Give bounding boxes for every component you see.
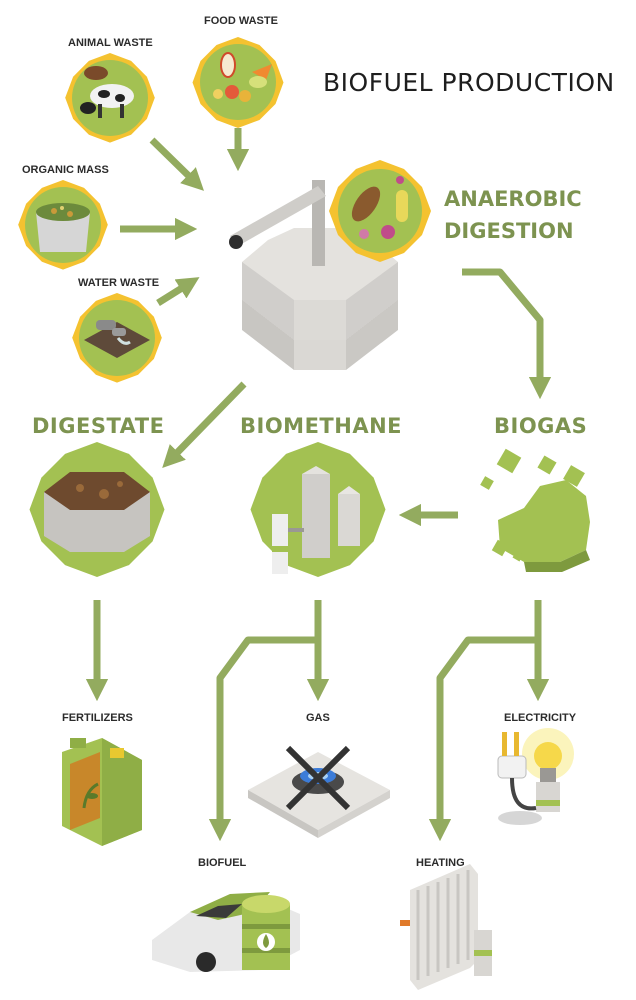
gas-stove-icon (248, 745, 390, 838)
label-biomethane: BIOMETHANE (240, 414, 402, 438)
label-biofuel: BIOFUEL (198, 857, 247, 869)
arrow-water-to-digester (156, 277, 200, 306)
arrow-biogas-to-heating (428, 636, 538, 842)
organic-mass-icon (18, 180, 108, 270)
arrow-digester-to-biogas (462, 268, 552, 400)
animal-waste-icon (65, 53, 155, 143)
arrow-animal-to-digester (149, 137, 205, 191)
digester-tank-icon (229, 180, 398, 370)
fertilizer-canister-icon (62, 738, 142, 846)
water-waste-icon (72, 293, 162, 383)
digestate-icon (29, 442, 165, 577)
label-organic-mass: ORGANIC MASS (22, 164, 109, 176)
label-animal-waste: ANIMAL WASTE (68, 37, 153, 49)
flow-arrows (85, 128, 552, 842)
food-waste-icon (192, 37, 284, 128)
label-food-waste: FOOD WASTE (204, 15, 278, 27)
page-title: BIOFUEL PRODUCTION (323, 68, 615, 97)
heating-radiator-icon (400, 864, 492, 990)
arrow-biomethane-to-biofuel (208, 636, 318, 842)
label-heating: HEATING (416, 857, 465, 869)
electricity-icon (497, 728, 574, 825)
label-fertilizers: FERTILIZERS (62, 712, 133, 724)
biogas-cloud-icon (480, 448, 590, 572)
label-biogas: BIOGAS (494, 414, 588, 438)
label-water-waste: WATER WASTE (78, 277, 160, 289)
label-digestion: DIGESTION (444, 219, 574, 243)
biomethane-icon (250, 442, 386, 577)
label-digestate: DIGESTATE (32, 414, 165, 438)
arrow-digester-to-digestate (162, 381, 247, 469)
car-barrel-icon (152, 892, 300, 972)
bacteria-icon (329, 160, 431, 262)
label-gas: GAS (306, 712, 330, 724)
label-anaerobic: ANAEROBIC (444, 187, 582, 211)
label-electricity: ELECTRICITY (504, 712, 577, 724)
